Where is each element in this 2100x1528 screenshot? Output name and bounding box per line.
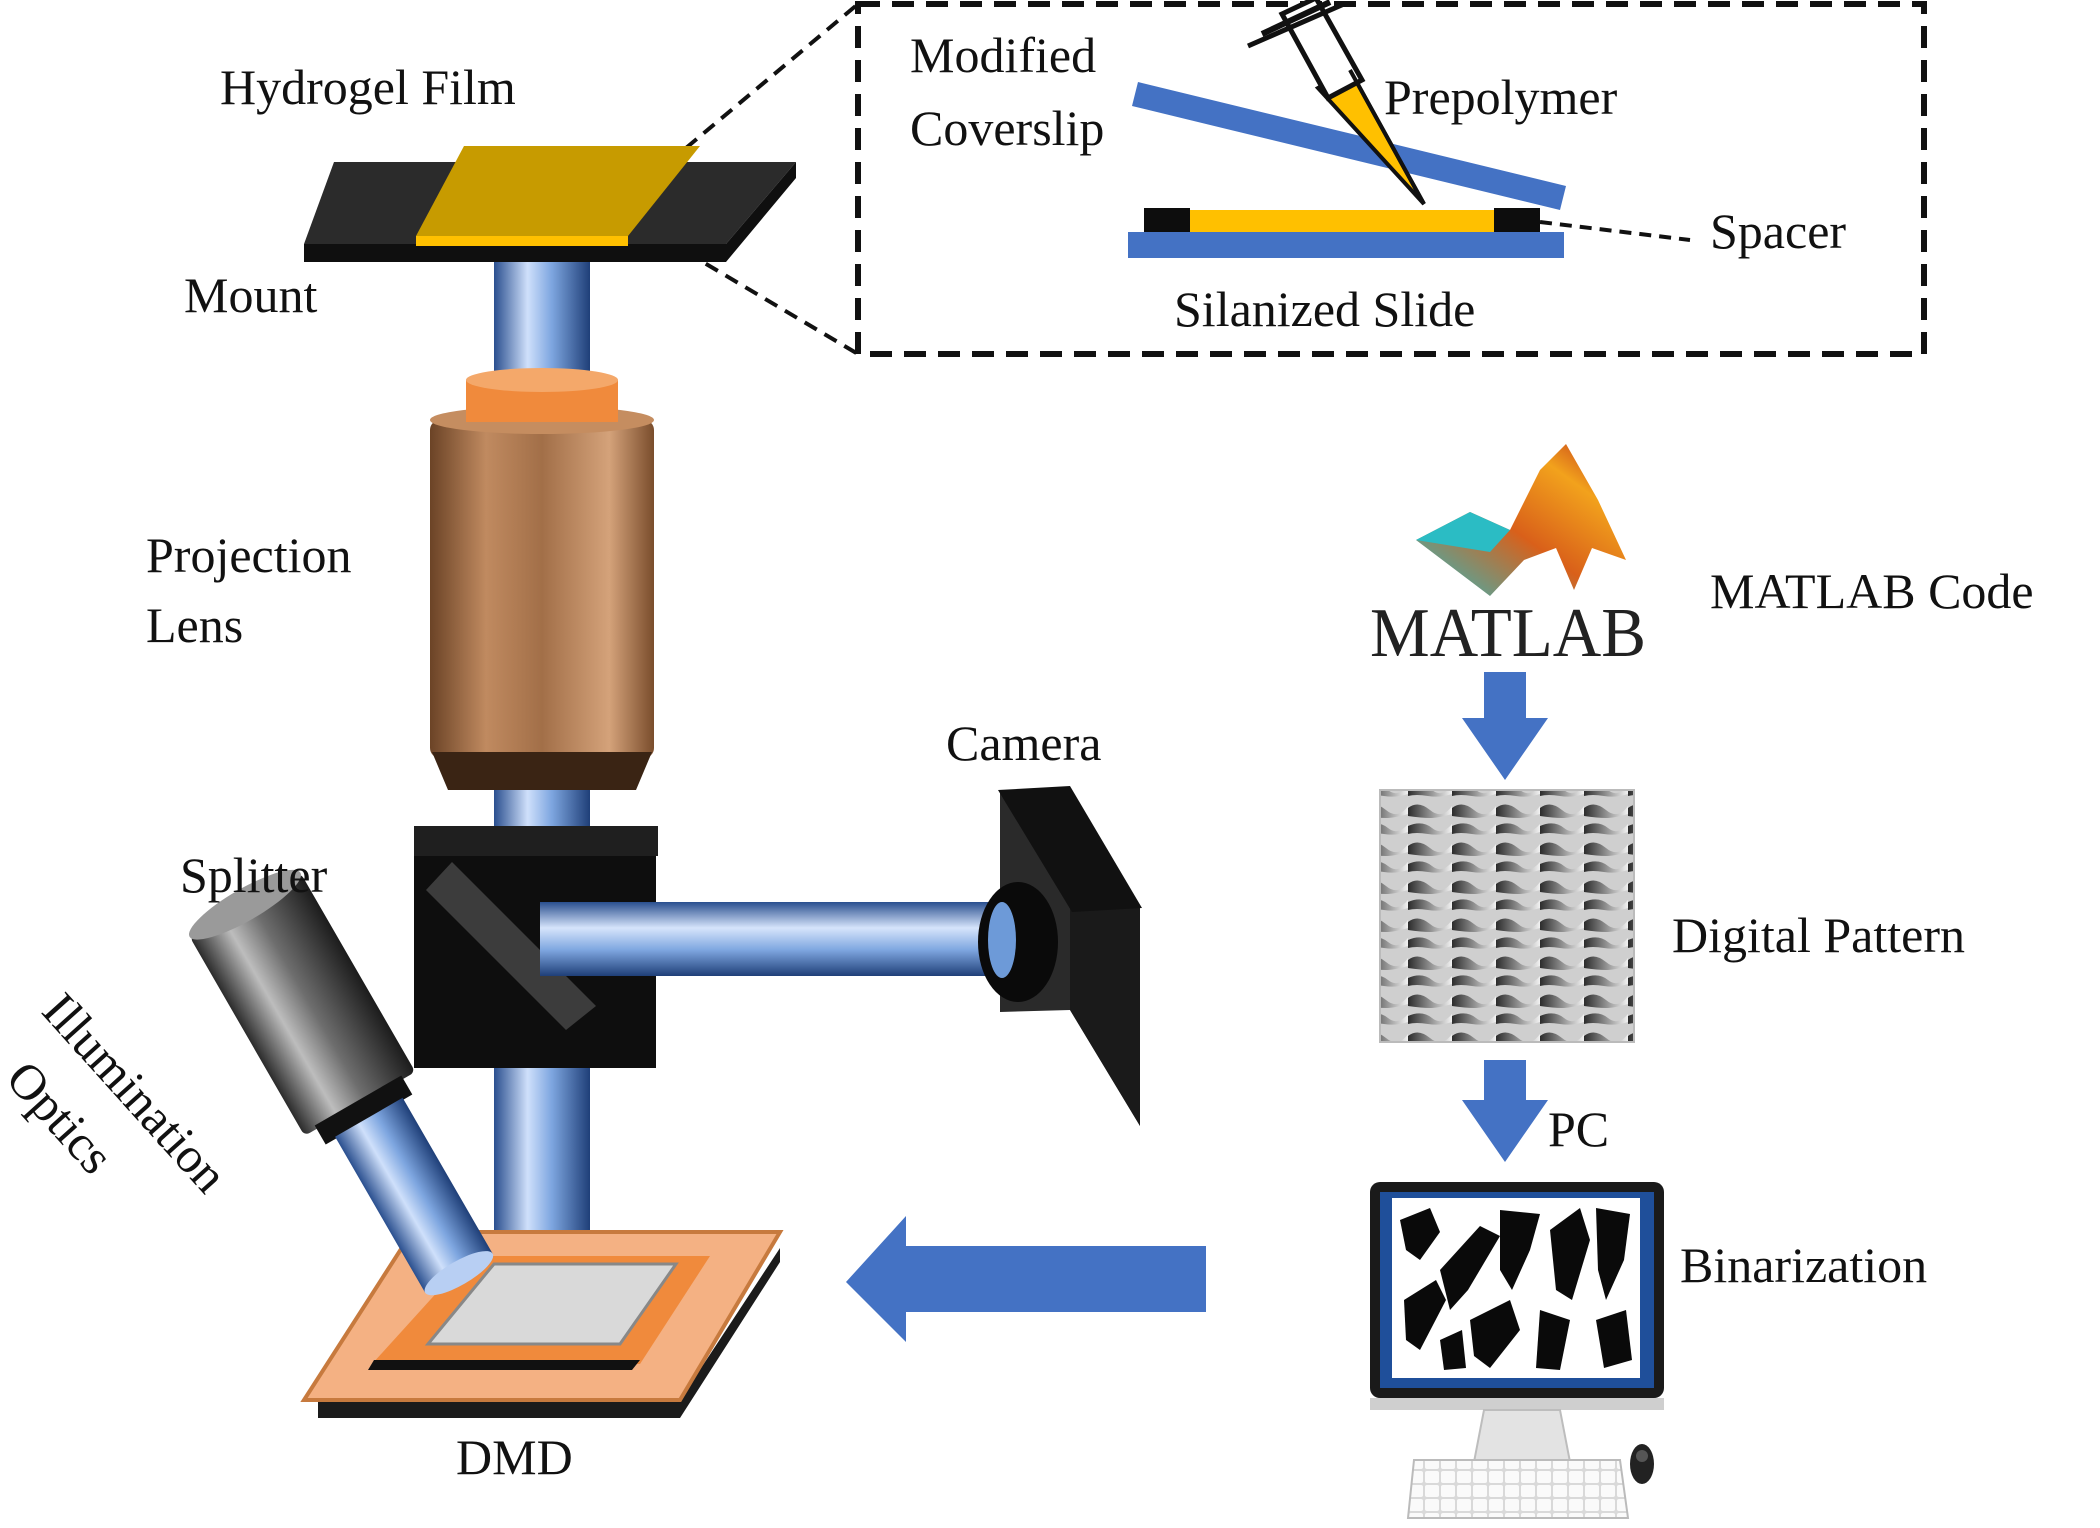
hydrogel-film-edge [416, 236, 628, 246]
matlab-logo-text: MATLAB [1370, 595, 1646, 672]
illumination-beam [335, 1097, 493, 1293]
camera-lens-glass [988, 902, 1016, 978]
mount-stage [304, 146, 796, 262]
down-arrow-icon-2 [1462, 1060, 1548, 1162]
spacer-left [1144, 208, 1190, 232]
splitter-cube-top [414, 826, 658, 856]
inset-dashed-frame [855, 1, 1927, 357]
left-arrow-icon [846, 1216, 1206, 1342]
modified-coverslip-label-line1: Modified [910, 27, 1096, 83]
desktop-computer-icon [1370, 1182, 1664, 1472]
inset-detail-box: Modified Coverslip Prepolymer Spacer Sil… [684, 0, 1927, 357]
projection-lens-label-line1: Projection [146, 527, 352, 583]
illumination-optics [189, 869, 494, 1296]
down-arrow-icon-1 [1462, 672, 1548, 780]
spacer-label: Spacer [1710, 203, 1846, 259]
camera-icon [978, 786, 1142, 1126]
camera-body-top [998, 786, 1142, 912]
dmd-chip [424, 1262, 679, 1346]
pc-label: PC [1548, 1101, 1609, 1157]
mouse-icon [1630, 1444, 1654, 1484]
prepolymer-label: Prepolymer [1384, 69, 1618, 125]
lens-barrel [430, 420, 654, 758]
binarized-pattern-image [1400, 1208, 1632, 1370]
matlab-logo-icon [1416, 444, 1626, 596]
illumination-beam-end [424, 1251, 494, 1296]
lens-base-ring [432, 752, 652, 790]
digital-pattern-label: Digital Pattern [1672, 907, 1965, 963]
hydrogel-film [416, 146, 700, 236]
digital-pattern-image [1379, 789, 1635, 1043]
inset-leader-line-top [684, 2, 860, 150]
illumination-housing-top [189, 869, 301, 940]
hydrogel-film-label: Hydrogel Film [220, 59, 516, 115]
spacer-leader-line [1539, 220, 1691, 242]
dmd-device [300, 1230, 784, 1418]
monitor-stand [1472, 1409, 1572, 1463]
monitor-chin [1370, 1398, 1664, 1410]
modified-coverslip-label-line2: Coverslip [910, 100, 1104, 156]
mount-plate-edge [304, 162, 796, 262]
binarization-label: Binarization [1680, 1237, 1927, 1293]
prepolymer-layer [1190, 210, 1494, 232]
lens-cap-top [466, 368, 618, 392]
spacer-right [1494, 208, 1540, 232]
dmd-label: DMD [456, 1429, 573, 1485]
modified-coverslip [1132, 82, 1566, 210]
silanized-slide-label: Silanized Slide [1174, 281, 1475, 337]
dmd-slot [368, 1360, 640, 1370]
illumination-housing [191, 874, 414, 1134]
illumination-ring [314, 1075, 413, 1145]
pipette-icon [1246, 0, 1426, 206]
inset-leader-line-bottom [684, 250, 860, 356]
projection-lens [430, 368, 654, 790]
silanized-slide [1128, 232, 1564, 258]
splitter-label: Splitter [180, 847, 328, 903]
splitter-plate [426, 862, 596, 1030]
matlab-code-label: MATLAB Code [1710, 563, 2034, 619]
keyboard-icon [1406, 1459, 1630, 1519]
horizontal-light-beam [540, 902, 1000, 976]
projection-lens-label-line2: Lens [146, 597, 243, 653]
mount-label: Mount [184, 267, 317, 323]
camera-label: Camera [946, 715, 1101, 771]
